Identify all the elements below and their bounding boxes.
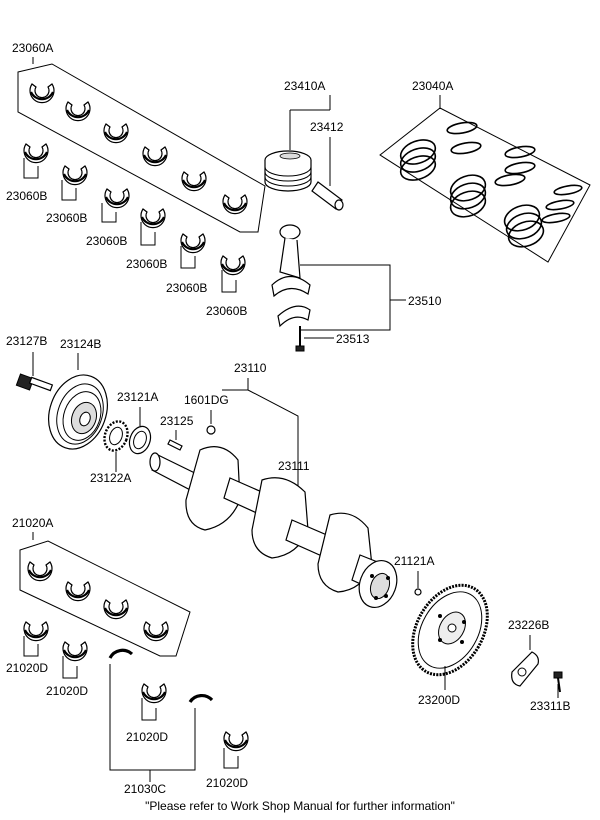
label-23311b: 23311B: [530, 699, 570, 713]
label-23060b-5: 23060B: [166, 281, 207, 295]
label-23060b-4: 23060B: [126, 257, 167, 271]
label-21020d-4: 21020D: [206, 776, 248, 790]
label-21020d-1: 21020D: [6, 661, 48, 675]
piston: [264, 150, 312, 192]
label-23412: 23412: [310, 120, 344, 134]
adapter-plate: [511, 651, 539, 687]
flywheel: [411, 583, 489, 677]
thrust-washers: [108, 648, 214, 703]
label-23410a: 23410A: [284, 79, 325, 93]
label-23060a: 23060A: [12, 41, 53, 55]
key: [167, 439, 183, 451]
footer-note: "Please refer to Work Shop Manual for fu…: [145, 799, 455, 813]
label-23510: 23510: [408, 294, 442, 308]
piston-pin: [311, 181, 344, 211]
label-21020a: 21020A: [12, 516, 53, 530]
bearing-set-frame-upper: [17, 63, 266, 233]
label-23200d: 23200D: [418, 693, 460, 707]
sprocket-ring: [128, 425, 152, 455]
label-23125: 23125: [160, 414, 194, 428]
main-bearing-shells-single: [22, 142, 247, 276]
label-23110: 23110: [234, 361, 267, 375]
sprocket: [103, 420, 129, 452]
label-23513: 23513: [336, 332, 370, 346]
damper-pulley: [48, 374, 108, 450]
label-23122a: 23122A: [90, 471, 131, 485]
label-23060b-2: 23060B: [46, 211, 87, 225]
ring-set-frame: [379, 107, 591, 263]
label-21020d-3: 21020D: [126, 730, 168, 744]
pulley-bolt: [15, 373, 54, 392]
label-23040a: 23040A: [412, 79, 453, 93]
crankshaft: [149, 446, 398, 608]
label-21121a: 21121A: [394, 554, 434, 568]
connecting-rod: [271, 224, 311, 328]
dowel-pin: [414, 588, 422, 596]
label-23060b-1: 23060B: [6, 189, 47, 203]
label-23127b: 23127B: [6, 334, 47, 348]
label-21030c: 21030C: [124, 782, 166, 796]
label-23226b: 23226B: [508, 618, 549, 632]
label-23060b-6: 23060B: [206, 304, 247, 318]
label-1601dg: 1601DG: [184, 393, 229, 407]
bearing-set-frame-lower: [19, 540, 191, 657]
label-23111: 23111: [278, 459, 310, 473]
pin-1601dg: [206, 425, 216, 435]
label-23060b-3: 23060B: [86, 234, 127, 248]
piston-rings: [399, 121, 583, 248]
label-23121a: 23121A: [117, 390, 158, 404]
main-bearing-shells-upper: [28, 82, 249, 215]
label-21020d-2: 21020D: [46, 684, 88, 698]
flywheel-bolt: [553, 671, 563, 693]
label-23124b: 23124B: [60, 337, 101, 351]
lower-bearing-shells-set: [26, 560, 170, 642]
